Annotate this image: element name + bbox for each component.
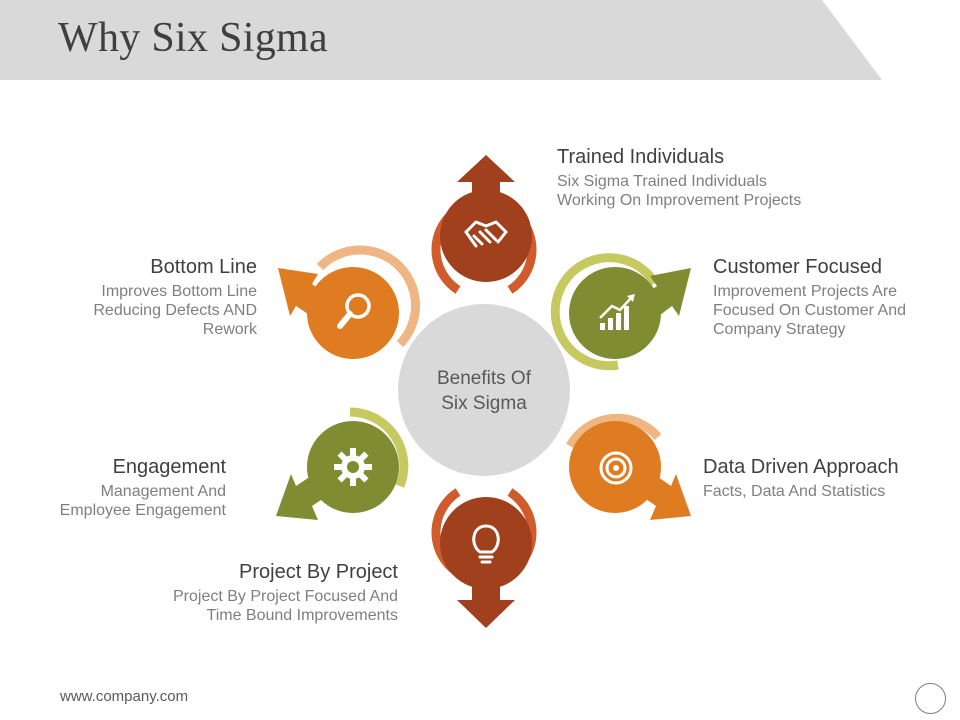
- label-customer-focused: Customer Focused Improvement Projects Ar…: [713, 255, 943, 339]
- magnifier-icon: [337, 293, 371, 329]
- center-circle: [398, 304, 570, 476]
- node-bottom-line: [278, 245, 421, 359]
- header-accent: [812, 0, 960, 80]
- item-description: Management And Employee Engagement: [59, 483, 226, 519]
- item-description: Improves Bottom Line Reducing Defects AN…: [93, 283, 257, 338]
- item-title: Bottom Line: [150, 256, 257, 278]
- target-icon: [599, 451, 633, 485]
- label-project-by-project: Project By Project Project By Project Fo…: [138, 560, 398, 625]
- label-trained-individuals: Trained Individuals Six Sigma Trained In…: [557, 145, 817, 210]
- slide-title: Why Six Sigma: [58, 15, 328, 61]
- node-data-driven-approach: [566, 413, 691, 520]
- footer-url: www.company.com: [60, 688, 189, 705]
- label-data-driven-approach: Data Driven Approach Facts, Data And Sta…: [703, 455, 943, 501]
- item-description: Facts, Data And Statistics: [703, 483, 886, 500]
- handshake-icon: [464, 220, 508, 248]
- center-label: Benefits Of Six Sigma: [437, 368, 531, 414]
- item-title: Engagement: [112, 456, 226, 478]
- node-trained-individuals: [431, 155, 537, 294]
- page-number-circle: [915, 683, 946, 714]
- label-engagement: Engagement Management And Employee Engag…: [0, 455, 226, 520]
- gear-icon: [334, 448, 372, 486]
- item-description: Project By Project Focused And Time Boun…: [173, 588, 398, 624]
- item-title: Trained Individuals: [557, 146, 725, 168]
- title-bar: Why Six Sigma: [0, 0, 960, 80]
- item-title: Customer Focused: [713, 256, 882, 278]
- item-title: Data Driven Approach: [703, 456, 899, 478]
- node-engagement: [276, 407, 409, 520]
- node-customer-focused: [550, 253, 691, 371]
- item-title: Project By Project: [239, 561, 398, 583]
- node-project-by-project: [431, 488, 537, 628]
- item-description: Improvement Projects Are Focused On Cust…: [713, 283, 906, 338]
- item-description: Six Sigma Trained Individuals Working On…: [557, 173, 802, 209]
- label-bottom-line: Bottom Line Improves Bottom Line Reducin…: [0, 255, 257, 339]
- lightbulb-icon: [472, 524, 500, 564]
- growth-chart-icon: [599, 294, 635, 330]
